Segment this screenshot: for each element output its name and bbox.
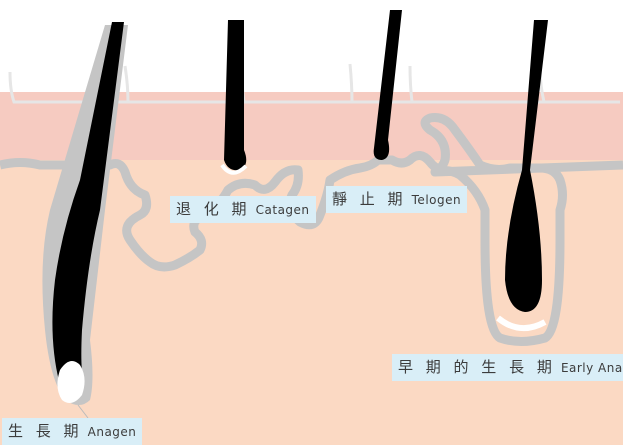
early-anagen-label: 早 期 的 生 長 期 Early Anagen (392, 354, 623, 381)
catagen-label-en: Catagen (256, 203, 310, 217)
anagen-label-zh: 生 長 期 (8, 422, 83, 440)
catagen-label-zh: 退 化 期 (176, 200, 251, 218)
skin-surface (0, 0, 623, 72)
telogen-label: 靜 止 期 Telogen (326, 186, 467, 213)
telogen-label-en: Telogen (412, 193, 461, 207)
telogen-label-zh: 靜 止 期 (332, 190, 407, 208)
anagen-label: 生 長 期 Anagen (2, 418, 142, 445)
catagen-label: 退 化 期 Catagen (170, 196, 316, 223)
early-anagen-label-zh: 早 期 的 生 長 期 (398, 358, 556, 376)
anagen-label-en: Anagen (88, 425, 137, 439)
early-anagen-label-en: Early Anagen (561, 361, 623, 375)
